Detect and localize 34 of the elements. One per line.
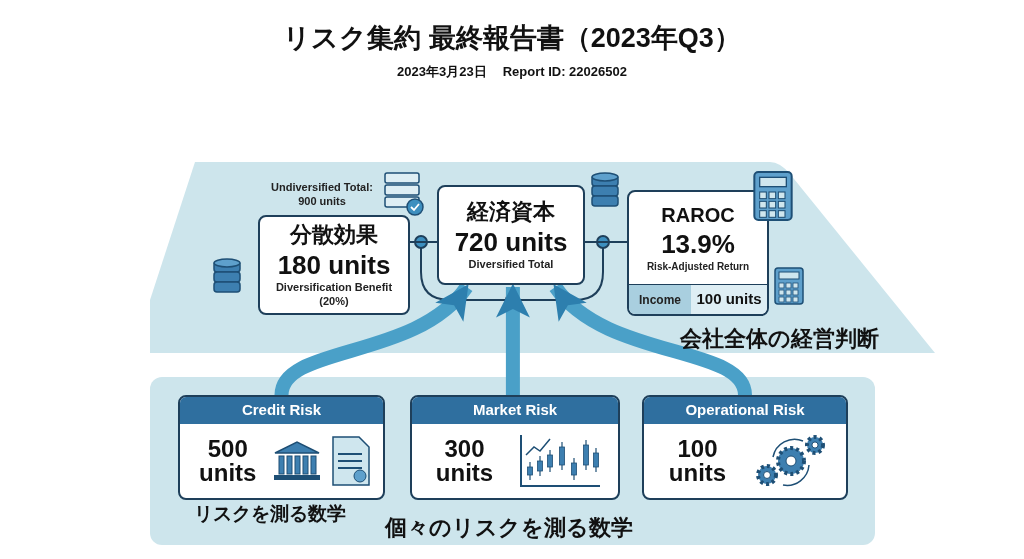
connector-line [584, 241, 628, 243]
connector-line [409, 241, 438, 243]
value-text: 720 units [454, 225, 568, 259]
risk-card [410, 395, 620, 500]
subtitle-text: 2023年3月23日 [397, 63, 487, 81]
description-text: Diversification Benefit (20%) [274, 281, 394, 309]
card-header: Market Risk [412, 397, 618, 424]
subtitle-text: Report ID: 22026502 [502, 63, 627, 81]
card-header: Credit Risk [180, 397, 383, 424]
description-text: Risk-Adjusted Return [646, 260, 750, 273]
flow-arrow [550, 282, 752, 397]
flow-arrow [274, 282, 472, 397]
flow-arrow [495, 283, 530, 395]
bottom-panel [150, 377, 875, 545]
result-box [627, 190, 769, 316]
description-text: Diversified Total [467, 258, 555, 272]
panel-caption: 会社全体の経営判断 [680, 325, 879, 353]
card-header: Operational Risk [644, 397, 846, 424]
value-text: 100 units [667, 437, 728, 485]
value-text: 500 units [198, 437, 258, 485]
table-cell: Income [629, 285, 691, 314]
risk-card [642, 395, 848, 500]
value-text: 13.9% [661, 228, 735, 261]
result-box [437, 185, 585, 285]
risk-card [178, 395, 385, 500]
value-text: 180 units [277, 248, 391, 282]
value-text: 300 units [434, 437, 495, 485]
box-heading: 分散効果 [290, 221, 378, 249]
panel-caption: 個々のリスクを測る数学 [385, 514, 633, 542]
box-heading: 経済資本 [467, 198, 555, 226]
title: リスク集約 最終報告書（2023年Q3） [283, 22, 741, 55]
box-heading: RAROC [661, 203, 735, 228]
annotation-text: Undiversified Total: 900 units [270, 181, 374, 209]
table-cell: 100 units [691, 285, 767, 314]
